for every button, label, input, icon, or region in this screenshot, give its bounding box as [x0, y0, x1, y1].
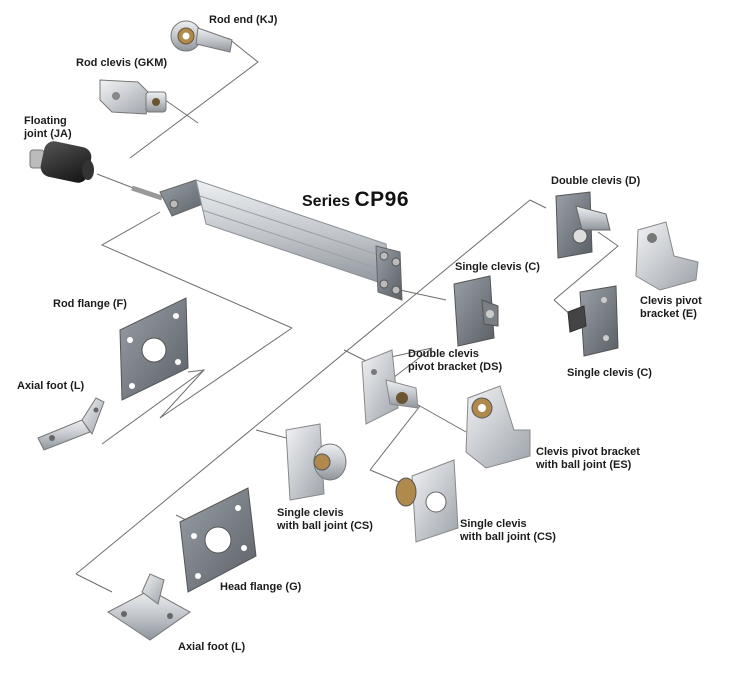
series-title-model: CP96 [354, 188, 410, 211]
line-cylinder-right [399, 289, 447, 301]
clevis-pivot-bracket-ball-part [465, 385, 531, 469]
line-rod-end [129, 37, 259, 159]
double-clevis-pivot-bracket-part [361, 349, 419, 425]
line-flange-foot [159, 327, 293, 419]
line-double-clevis [529, 199, 547, 209]
line-main-diagonal [75, 199, 531, 575]
series-title-prefix: Series [302, 193, 351, 210]
series-title: Series CP96 [302, 188, 409, 212]
label-rod-end: Rod end (KJ) [209, 14, 278, 26]
connector-lines [75, 37, 619, 593]
label-clevis-pivot-bracket: Clevis pivot bracket (E) [640, 295, 702, 320]
head-flange-part [179, 487, 257, 593]
rod-end-part [170, 20, 233, 53]
line-cs-right [369, 469, 405, 485]
line-clevis-pivot [553, 231, 619, 301]
single-clevis-right-part [567, 285, 619, 357]
single-clevis-ball-left-part [285, 423, 347, 501]
line-axial-foot-bottom [75, 573, 113, 593]
clevis-pivot-bracket-part [635, 221, 699, 291]
label-single-clevis-ball-right: Single clevis with ball joint (CS) [460, 518, 556, 543]
label-single-clevis-right: Single clevis (C) [567, 367, 652, 379]
label-head-flange: Head flange (G) [220, 581, 302, 593]
line-cylinder-left [100, 211, 293, 329]
label-axial-foot-left: Axial foot (L) [17, 380, 85, 392]
line-mid-branch [343, 347, 433, 389]
floating-joint-part [29, 141, 94, 183]
cylinder-part [131, 179, 403, 301]
rod-clevis-part [99, 79, 167, 115]
double-clevis-part [555, 191, 611, 259]
label-single-clevis-ball-left: Single clevis with ball joint (CS) [277, 507, 373, 532]
axial-foot-left-part [37, 397, 105, 451]
label-clevis-pivot-bracket-ball: Clevis pivot bracket with ball joint (ES… [536, 446, 640, 471]
rod-flange-part [119, 297, 189, 401]
label-double-clevis-pivot-bracket: Double clevis pivot bracket (DS) [408, 348, 503, 373]
label-axial-foot-bottom: Axial foot (L) [178, 641, 246, 653]
line-axial-foot-left [101, 369, 205, 445]
line-floating-joint [96, 173, 137, 190]
label-single-clevis-top: Single clevis (C) [455, 261, 540, 273]
axial-foot-bottom-part [107, 573, 191, 641]
single-clevis-ball-right-part [395, 459, 459, 543]
single-clevis-top-part [453, 275, 499, 347]
label-double-clevis: Double clevis (D) [551, 175, 641, 187]
line-es [419, 405, 467, 433]
label-rod-clevis: Rod clevis (GKM) [76, 57, 168, 69]
label-floating-joint: Floating joint (JA) [24, 115, 72, 140]
label-rod-flange: Rod flange (F) [53, 298, 127, 310]
